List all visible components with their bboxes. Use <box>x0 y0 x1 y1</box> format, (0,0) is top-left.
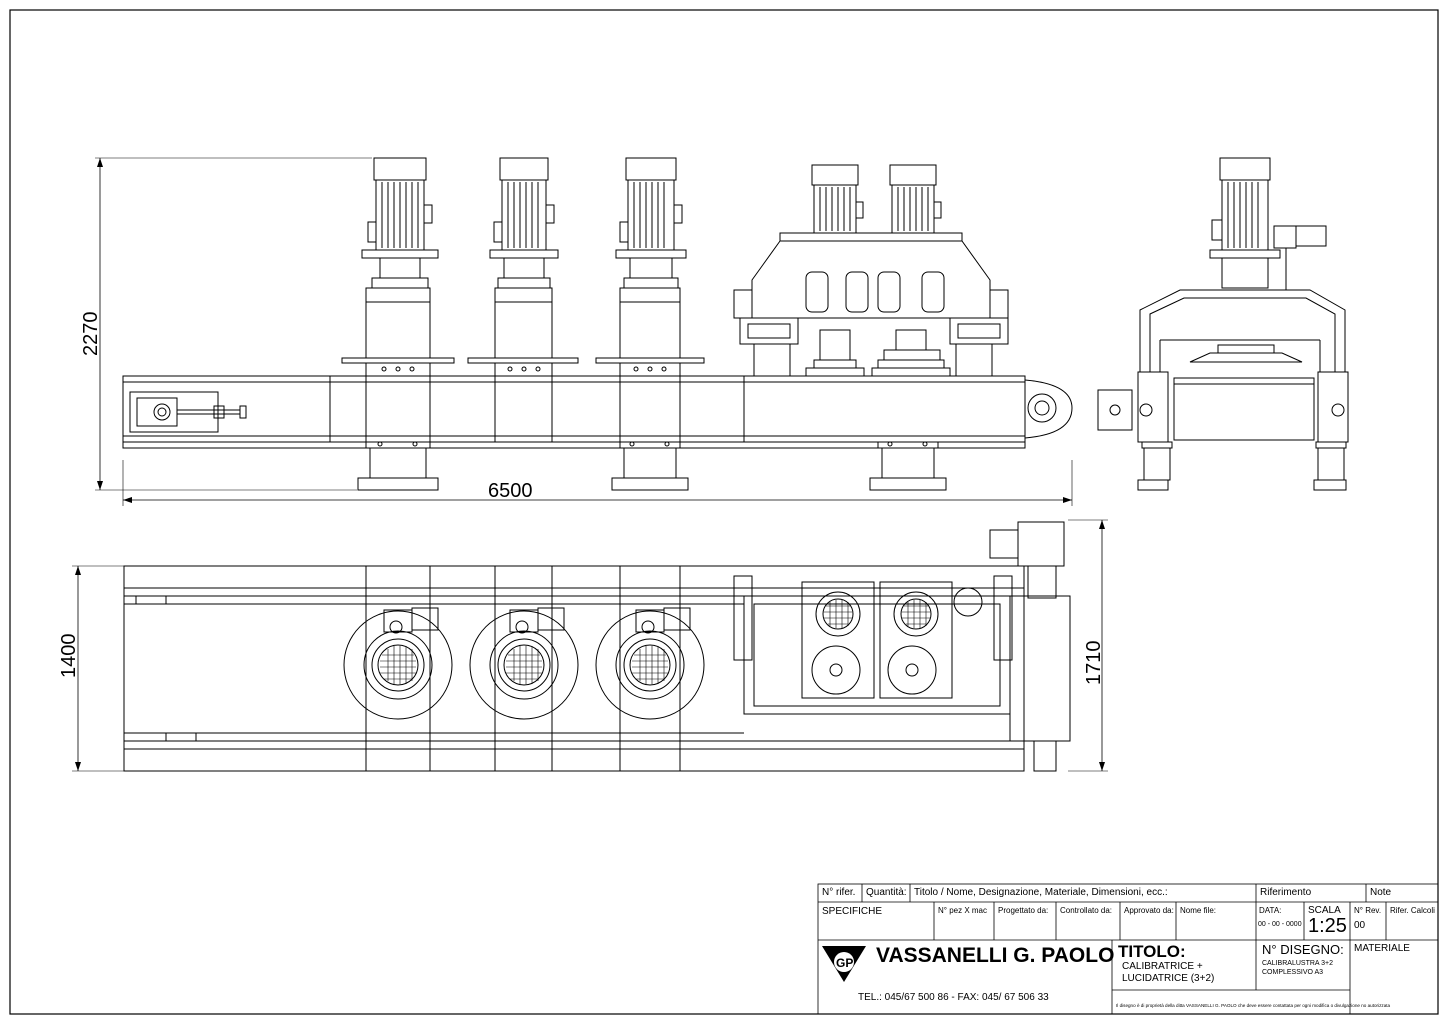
dimension-height-side: 2270 <box>80 312 102 357</box>
calibrating-head-top-3 <box>595 607 705 720</box>
company-name: VASSANELLI G. PAOLO <box>876 944 1115 967</box>
side-view: 2270 6500 <box>80 157 1073 506</box>
calibrating-head-top-1 <box>343 607 453 720</box>
calibrating-head-3 <box>595 157 705 377</box>
label-approvato: Approvato da: <box>1124 906 1174 915</box>
company-contact: TEL.: 045/67 500 86 - FAX: 045/ 67 506 3… <box>858 992 1049 1003</box>
label-specifiche: SPECIFICHE <box>822 906 883 917</box>
end-view <box>1097 157 1349 491</box>
label-scala: SCALA <box>1308 905 1341 916</box>
label-materiale: MATERIALE <box>1354 943 1410 954</box>
label-pez-mac: N° pez X mac <box>938 906 987 915</box>
label-controllato: Controllato da: <box>1060 906 1113 915</box>
label-calcoli: Rifer. Calcoli <box>1390 906 1435 915</box>
dimension-width-total: 1710 <box>1083 641 1105 686</box>
top-view: 1400 1710 <box>58 519 1108 772</box>
label-riferimento: Riferimento <box>1260 887 1312 898</box>
label-data: DATA: <box>1259 906 1282 915</box>
label-rev: N° Rev. <box>1354 906 1382 915</box>
sheet-border <box>9 9 1439 1015</box>
titolo-line1: CALIBRATRICE + <box>1122 961 1203 972</box>
label-quantita: Quantità: <box>866 887 907 898</box>
polishing-unit-top <box>733 521 1065 772</box>
dimension-width-top: 1400 <box>58 634 80 679</box>
value-data: 00 - 00 - 0000 <box>1258 921 1302 928</box>
value-scala: 1:25 <box>1308 915 1347 937</box>
calibrating-head-top-2 <box>469 607 579 720</box>
label-disegno: N° DISEGNO: <box>1262 942 1344 957</box>
value-rev: 00 <box>1354 920 1366 931</box>
titolo-line2: LUCIDATRICE (3+2) <box>1122 973 1215 984</box>
label-nome-file: Nome file: <box>1180 906 1217 915</box>
disclaimer: Il disegno è di proprietà della ditta VA… <box>1116 1003 1391 1008</box>
calibrating-head-1 <box>341 157 455 377</box>
label-rifer: N° rifer. <box>822 887 856 898</box>
label-titolo-nome: Titolo / Nome, Designazione, Materiale, … <box>914 887 1168 898</box>
label-progettato: Progettato da: <box>998 906 1049 915</box>
company-logo-letters: GP <box>836 956 853 970</box>
disegno-line2: COMPLESSIVO A3 <box>1262 969 1324 976</box>
polishing-unit <box>733 164 1009 377</box>
title-block <box>817 883 1439 1015</box>
calibrating-head-2 <box>467 157 579 377</box>
label-note: Note <box>1370 887 1392 898</box>
disegno-line1: CALIBRALUSTRA 3+2 <box>1262 960 1334 967</box>
dimension-length-side: 6500 <box>488 480 533 502</box>
company-logo <box>822 946 866 982</box>
label-titolo: TITOLO: <box>1118 942 1186 961</box>
